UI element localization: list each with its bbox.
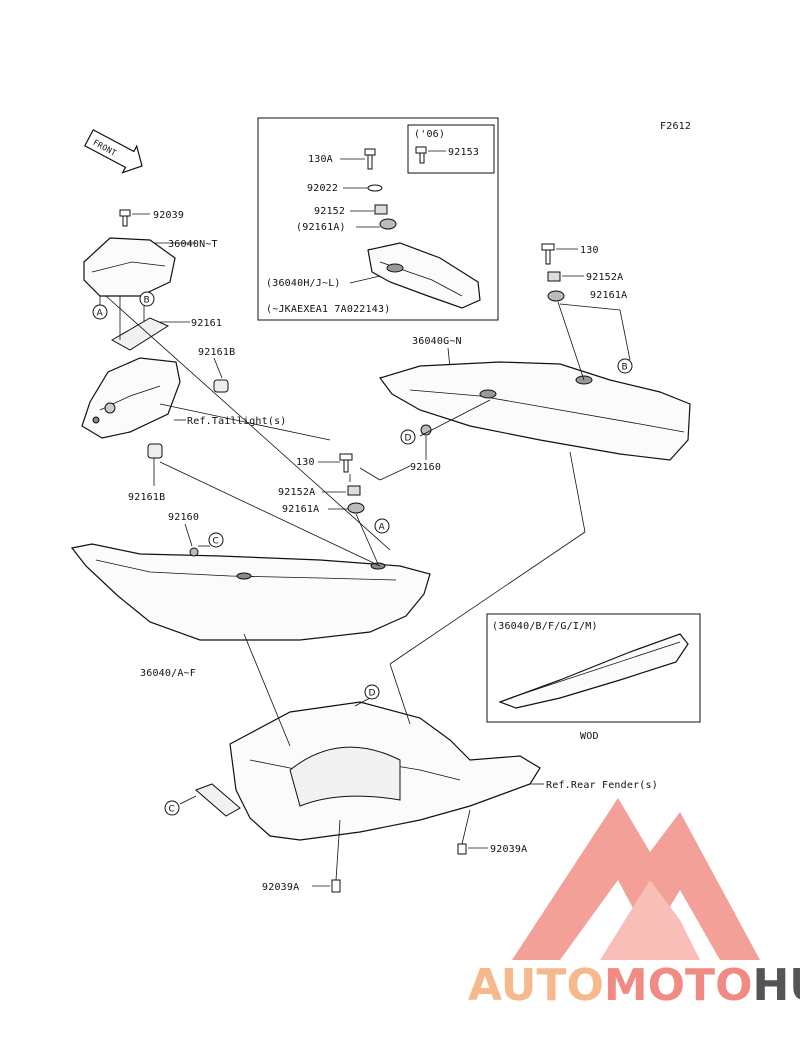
label-36040g: 36040G~N: [412, 336, 462, 347]
bolt-icon: [339, 453, 353, 473]
bolt-icon: [415, 146, 427, 164]
watermark-logo-icon: [512, 798, 760, 960]
inset-right-title: (36040/B/F/G/I/M): [492, 621, 598, 632]
callout-c-1: C: [208, 532, 224, 548]
grommet-icon: [547, 290, 565, 302]
collar-icon: [347, 485, 361, 496]
inset-92022: 92022: [307, 183, 338, 194]
watermark-hub: HUB: [752, 960, 800, 1011]
label-92160-mid: 92160: [410, 462, 441, 473]
callout-b-1: B: [139, 291, 155, 307]
washer-icon: [367, 184, 383, 192]
label-130-right: 130: [580, 245, 599, 256]
inset-sub-box: [407, 124, 495, 174]
grommet-icon: [420, 424, 432, 436]
callout-a-1: A: [92, 304, 108, 320]
collar-icon: [547, 271, 561, 282]
label-92161b-top: 92161B: [198, 347, 235, 358]
callout-a-2: A: [374, 518, 390, 534]
trim-strip: [498, 633, 689, 709]
callout-b-2: B: [617, 358, 633, 374]
svg-text:B: B: [144, 296, 150, 306]
callout-d-2: D: [364, 684, 380, 700]
front-arrow-icon: FRONT: [84, 129, 143, 174]
cover-36040n: [83, 237, 176, 297]
bolt-icon: [119, 209, 131, 227]
label-36040a: 36040/A~F: [140, 668, 196, 679]
inset-36040h: (36040H/J~L): [266, 278, 341, 289]
bolt-icon: [457, 843, 467, 855]
svg-text:C: C: [169, 805, 175, 815]
label-ref-rear-fender: Ref.Rear Fender(s): [546, 780, 658, 791]
label-130-mid: 130: [296, 457, 315, 468]
watermark-auto: AUTO: [468, 960, 604, 1011]
inset-sub-part: 92153: [448, 147, 479, 158]
bolt-icon: [364, 148, 376, 170]
label-92152a-mid: 92152A: [278, 487, 315, 498]
pad-icon: [213, 379, 229, 393]
label-92039a-right: 92039A: [490, 844, 527, 855]
label-92161a-mid: 92161A: [282, 504, 319, 515]
label-92152a-right: 92152A: [586, 272, 623, 283]
figure-code: F2612: [660, 121, 691, 132]
inset-top: ('06) 92153 130A 92022 92152 (92161A) (3…: [257, 117, 499, 321]
leader-lines: [99, 295, 631, 881]
cover-36040a: [70, 543, 431, 641]
svg-text:B: B: [622, 363, 628, 373]
svg-text:D: D: [405, 434, 412, 444]
inset-130a: 130A: [308, 154, 333, 165]
fender-tab: [195, 783, 241, 817]
label-92161b-bot: 92161B: [128, 492, 165, 503]
svg-text:D: D: [369, 689, 376, 699]
inset-92152: 92152: [314, 206, 345, 217]
svg-text:A: A: [97, 309, 104, 319]
cover-36040g: [379, 361, 691, 461]
collar-icon: [374, 204, 388, 215]
taillight: [81, 357, 181, 439]
inset-right: (36040/B/F/G/I/M) WOD: [486, 613, 701, 742]
label-92039a-bot: 92039A: [262, 882, 299, 893]
label-92161a-right: 92161A: [590, 290, 627, 301]
watermark-text: AUTOMOTOHUB: [468, 960, 800, 1011]
cover-36040h: [367, 242, 481, 309]
pad-icon: [147, 443, 163, 459]
grommet-icon: [379, 218, 397, 230]
bolt-icon: [541, 243, 555, 265]
label-92039: 92039: [153, 210, 184, 221]
svg-text:C: C: [213, 537, 219, 547]
grommet-icon: [347, 502, 365, 514]
callout-d-1: D: [400, 429, 416, 445]
label-wod: WOD: [580, 731, 599, 742]
label-92161: 92161: [191, 318, 222, 329]
bracket-92161: [110, 317, 170, 351]
inset-serial: (~JKAEXEA1 7A022143): [266, 304, 390, 315]
bolt-icon: [331, 879, 341, 893]
svg-text:A: A: [379, 523, 386, 533]
label-92160-left: 92160: [168, 512, 199, 523]
label-ref-taillight: Ref.Taillight(s): [187, 416, 287, 427]
watermark-moto: MOTO: [604, 960, 753, 1011]
callout-c-2: C: [164, 800, 180, 816]
inset-year: ('06): [414, 129, 445, 140]
inset-92161a: (92161A): [296, 222, 346, 233]
label-36040n: 36040N~T: [168, 239, 218, 250]
